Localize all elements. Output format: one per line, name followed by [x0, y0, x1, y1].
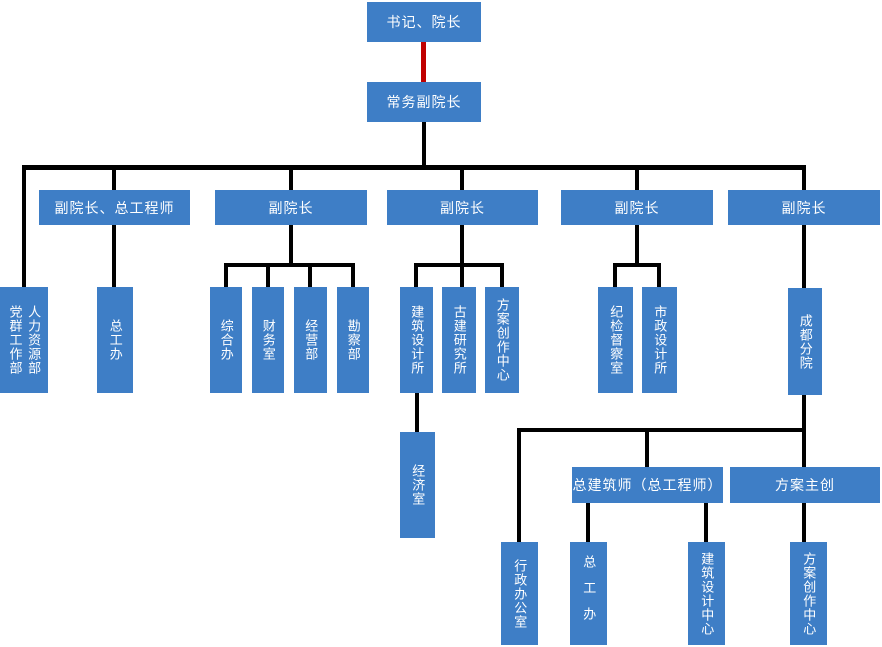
- connector-drop-survey-dept: [351, 263, 355, 287]
- connector-vd4-down: [635, 225, 639, 267]
- node-ancient-building-research-institute[interactable]: 古建研究所: [442, 287, 476, 393]
- connector-drop-general-office: [224, 263, 228, 287]
- connector-drop-vd3: [460, 165, 464, 190]
- node-vice-dean-3[interactable]: 副院长: [387, 190, 538, 225]
- node-scheme-creation-center[interactable]: 方案创作中心: [485, 287, 519, 393]
- connector-bus-vd2: [224, 263, 355, 267]
- node-label: 成都分院: [797, 313, 813, 370]
- node-label: 经营部: [303, 319, 319, 361]
- connector-vd1-to-chief-eng-office: [112, 225, 116, 287]
- node-survey-dept[interactable]: 勘察部: [337, 287, 369, 393]
- connector-drop-arch-design-institute: [414, 263, 418, 287]
- connector-main-bus: [22, 165, 806, 170]
- node-label: 副院长: [268, 199, 314, 216]
- node-label: 副院长: [614, 199, 660, 216]
- connector-drop-scheme-creation-center: [500, 263, 504, 287]
- node-general-office[interactable]: 综合办: [210, 287, 242, 393]
- node-label: 党群工作部: [7, 305, 23, 375]
- node-label: 纪检督察室: [608, 305, 624, 375]
- node-label: 人力资源部: [26, 305, 42, 375]
- node-label: 常务副院长: [386, 94, 462, 110]
- node-economy-office[interactable]: 经济室: [400, 432, 435, 538]
- node-chief-engineer-office[interactable]: 总工办: [97, 287, 133, 393]
- node-label: 财务室: [260, 319, 276, 361]
- connector-drop-discipline-office: [613, 263, 617, 287]
- connector-drop-party-mass: [22, 165, 26, 287]
- connector-drop-finance-office: [266, 263, 270, 287]
- connector-drop-vd4: [635, 165, 639, 190]
- node-party-mass-hr[interactable]: 党群工作部 人力资源部: [0, 287, 48, 393]
- node-label: 书记、院长: [386, 14, 462, 30]
- node-label: 勘察部: [345, 319, 361, 361]
- connector-bus-vd4: [613, 263, 661, 267]
- connector-drop-business-dept: [308, 263, 312, 287]
- node-vice-dean-chief-engineer[interactable]: 副院长、总工程师: [39, 190, 190, 225]
- connector-secretary-to-exec: [421, 42, 426, 82]
- node-label: 总建筑师（总工程师）: [572, 477, 723, 493]
- connector-vd5-to-chengdu: [802, 225, 806, 288]
- node-label: 方案创作中心: [801, 551, 817, 636]
- node-scheme-creation-center-branch[interactable]: 方案创作中心: [790, 542, 827, 645]
- connector-arch-institute-to-economy: [415, 393, 419, 432]
- connector-drop-municipal-institute: [657, 263, 661, 287]
- connector-drop-vd2: [289, 165, 293, 190]
- node-scheme-lead[interactable]: 方案主创: [730, 467, 880, 503]
- connector-drop-admin-office: [517, 428, 521, 542]
- node-chengdu-branch[interactable]: 成都分院: [788, 288, 822, 395]
- node-label: 副院长: [440, 199, 485, 216]
- node-label: 建筑设计中心: [699, 551, 715, 636]
- node-vice-dean-4[interactable]: 副院长: [561, 190, 713, 225]
- node-chief-architect[interactable]: 总建筑师（总工程师）: [572, 467, 723, 503]
- node-label: 经济室: [410, 464, 426, 506]
- node-label: 建筑设计所: [409, 305, 425, 375]
- node-vice-dean-2[interactable]: 副院长: [215, 190, 367, 225]
- node-finance-office[interactable]: 财务室: [252, 287, 284, 393]
- connector-drop-vd5: [802, 165, 806, 190]
- node-secretary-dean[interactable]: 书记、院长: [367, 2, 481, 42]
- connector-drop-vd1: [112, 165, 116, 190]
- node-label: 综合办: [218, 319, 234, 361]
- node-architecture-design-center[interactable]: 建筑设计中心: [688, 542, 725, 645]
- node-admin-office[interactable]: 行政办公室: [501, 542, 538, 645]
- node-label: 方案创作中心: [494, 298, 510, 382]
- node-chief-engineer-office-branch[interactable]: 总工办: [570, 542, 607, 645]
- node-business-dept[interactable]: 经营部: [294, 287, 327, 393]
- node-label: 副院长、总工程师: [54, 199, 175, 216]
- node-label: 古建研究所: [451, 305, 467, 375]
- connector-schemelead-to-creation-center: [802, 503, 806, 542]
- node-label: 总工办: [581, 554, 597, 633]
- connector-bus-chengdu: [517, 428, 806, 432]
- node-architecture-design-institute[interactable]: 建筑设计所: [400, 287, 433, 393]
- node-label: 行政办公室: [512, 558, 528, 629]
- connector-exec-down: [422, 122, 426, 170]
- connector-vd3-down: [460, 225, 464, 287]
- node-label: 市政设计所: [652, 305, 668, 375]
- node-label: 副院长: [781, 199, 827, 216]
- connector-chiefarch-to-chief-eng-branch: [586, 503, 590, 542]
- node-executive-vice-dean[interactable]: 常务副院长: [367, 82, 481, 122]
- node-label: 总工办: [107, 319, 123, 361]
- node-label: 方案主创: [775, 477, 835, 493]
- connector-drop-chief-architect: [645, 428, 649, 467]
- connector-chiefarch-to-arch-center: [704, 503, 708, 542]
- node-discipline-inspection-office[interactable]: 纪检督察室: [598, 287, 633, 393]
- connector-vd2-down: [289, 225, 293, 267]
- node-vice-dean-5[interactable]: 副院长: [728, 190, 880, 225]
- connector-bus-vd3: [414, 263, 504, 267]
- node-municipal-design-institute[interactable]: 市政设计所: [642, 287, 677, 393]
